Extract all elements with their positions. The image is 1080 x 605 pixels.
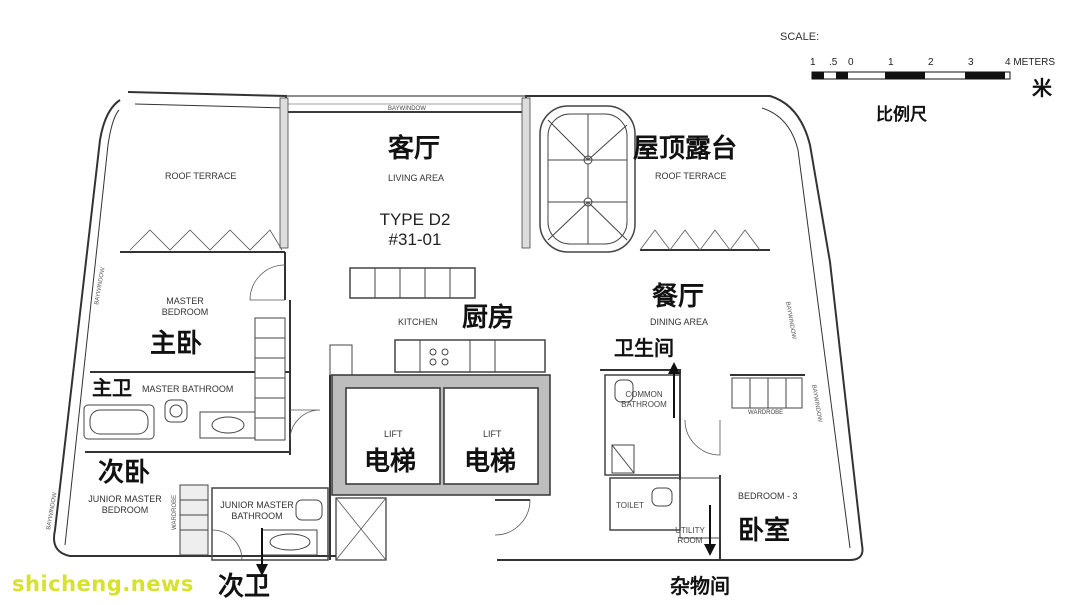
- spiral-staircase: [539, 105, 636, 253]
- interior-walls: [85, 249, 805, 560]
- wardrobe-right-label: WARDROBE: [748, 410, 784, 416]
- roof-terrace-right-en: ROOF TERRACE: [655, 171, 727, 181]
- unit-type-code: TYPE D2: [379, 210, 451, 229]
- scale-tick: 2: [928, 57, 934, 68]
- scale-tick: 1: [888, 57, 894, 68]
- kitchen-fixtures: [329, 267, 546, 376]
- scale-caption-zh: 比例尺: [876, 105, 927, 125]
- scale-bar: [811, 71, 1011, 80]
- roof-terrace-zh: 屋顶露台: [633, 134, 738, 164]
- toilet-en: TOILET: [616, 501, 644, 510]
- lift2-zh: 电梯: [464, 447, 517, 477]
- bedroom3-wardrobe: [731, 377, 803, 409]
- living-baywindow: [279, 95, 531, 249]
- baywindow-left1-label: BAYWINDOW: [94, 267, 107, 306]
- folding-doors: [129, 229, 761, 251]
- master-bath-fixtures: [83, 399, 256, 440]
- scale-tick: 0: [848, 57, 854, 68]
- scale-tick: 1: [810, 57, 816, 68]
- junior-bath-en: JUNIOR MASTER BATHROOM: [220, 500, 294, 522]
- master-bath-en: MASTER BATHROOM: [142, 384, 234, 394]
- unit-number: #31-01: [388, 229, 442, 249]
- living-zh: 客厅: [388, 134, 441, 164]
- baywindow-right1-label: BAYWINDOW: [784, 301, 797, 340]
- junior-bedroom-zh: 次卧: [98, 458, 151, 488]
- bedroom3-en: BEDROOM - 3: [738, 491, 798, 501]
- dining-en: DINING AREA: [650, 317, 709, 327]
- wardrobe-left-label: WARDROBE: [172, 495, 178, 530]
- kitchen-zh: 厨房: [462, 303, 515, 333]
- unit-type: TYPE D2 #31-01: [370, 210, 460, 249]
- master-wardrobe: [254, 317, 286, 441]
- scale-tick: .5: [829, 57, 838, 68]
- watermark: shicheng.news: [12, 572, 194, 596]
- scale-tick: 3: [968, 57, 974, 68]
- scale-tick: 4 METERS: [1005, 57, 1056, 68]
- kitchen-en: KITCHEN: [398, 317, 438, 327]
- junior-bath-zh: 次卫: [218, 572, 271, 602]
- baywindow-right2-label: BAYWINDOW: [810, 384, 823, 423]
- common-bath-fixtures: [604, 374, 721, 539]
- common-bath-zh: 卫生间: [614, 336, 674, 360]
- baywindow-top-label: BAYWINDOW: [388, 106, 426, 112]
- master-bedroom-zh: 主卧: [150, 329, 203, 359]
- utility-zh: 杂物间: [670, 574, 730, 598]
- junior-bedroom-en: JUNIOR MASTER BEDROOM: [88, 494, 162, 515]
- outer-walls: [53, 91, 864, 561]
- scale-label: SCALE:: [780, 31, 820, 43]
- lift1-zh: 电梯: [364, 447, 417, 477]
- annotation-arrows: [256, 362, 716, 576]
- scale-unit-zh: 米: [1032, 76, 1052, 100]
- door-swings: [211, 264, 721, 561]
- lift2-en: LIFT: [483, 429, 502, 439]
- utility-en: UTILITY ROOM: [675, 526, 705, 545]
- junior-bath-fixtures: [179, 484, 329, 561]
- common-bath-en: COMMON BATHROOM: [621, 390, 667, 409]
- dining-zh: 餐厅: [652, 282, 705, 312]
- master-bedroom-en: MASTER BEDROOM: [161, 296, 209, 317]
- roof-terrace-left-en: ROOF TERRACE: [165, 171, 237, 181]
- bedroom3-zh: 卧室: [738, 516, 791, 546]
- lift-core: [331, 374, 551, 561]
- master-bath-zh: 主卫: [92, 376, 132, 400]
- living-en: LIVING AREA: [388, 173, 445, 183]
- lift1-en: LIFT: [384, 429, 403, 439]
